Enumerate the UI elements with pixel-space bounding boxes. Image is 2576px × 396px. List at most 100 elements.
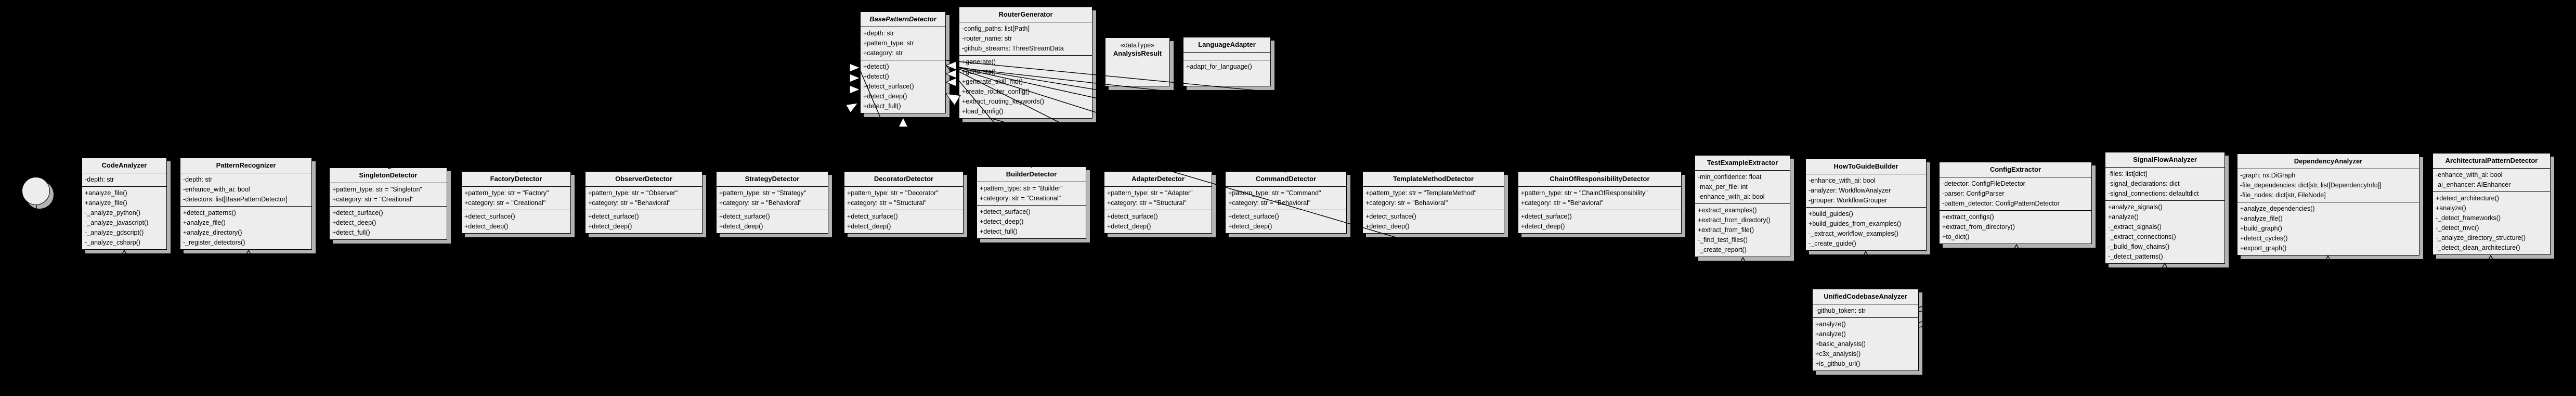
method-row: +analyze_file() xyxy=(85,189,127,197)
relationship-line xyxy=(516,70,861,173)
class-node-builderdetector[interactable]: BuilderDetector+pattern_type: str = "Bui… xyxy=(977,167,1086,239)
method-row: -_find_test_files() xyxy=(1698,236,1748,244)
inheritance-arrowhead-icon xyxy=(849,73,861,83)
class-node-languageadapter[interactable]: LanguageAdapter+adapt_for_language() xyxy=(1183,37,1271,86)
method-row: -_extract_connections() xyxy=(2108,233,2176,240)
method-row: +extract_examples() xyxy=(1698,207,1757,214)
class-name-label: PatternRecognizer xyxy=(216,161,276,169)
class-node-routergenerator[interactable]: RouterGenerator-config_paths: list[Path]… xyxy=(959,7,1092,119)
class-node-singletondetector[interactable]: SingletonDetector +pattern_type: str = "S… xyxy=(329,168,447,240)
dependency-arrowhead-icon xyxy=(1739,257,1747,264)
attribute-row: +category: str = "Structural" xyxy=(1107,199,1187,207)
class-node-commanddetector[interactable]: CommandDetector+pattern_type: str = "Com… xyxy=(1225,171,1347,234)
method-row: +detect_full() xyxy=(863,103,901,110)
dependency-arrowhead-icon xyxy=(2324,255,2332,262)
methods-compartment: +detect_surface()+detect_deep() xyxy=(717,210,828,233)
class-node-basepatterndetector[interactable]: BasePatternDetector+depth: str+pattern_t… xyxy=(860,11,946,113)
attribute-row: -enhance_with_ai: bool xyxy=(1698,193,1765,200)
method-row: +detect_deep() xyxy=(1228,223,1272,230)
relationship-line xyxy=(772,70,861,173)
class-name-label: SingletonDetector xyxy=(359,171,418,179)
method-row: +detect_full() xyxy=(332,229,370,236)
method-row: +detect_surface() xyxy=(1365,213,1416,220)
attributes-compartment: -graph: nx.DiGraph-file_dependencies: di… xyxy=(2237,169,2419,202)
inheritance-arrowhead-icon xyxy=(945,93,961,106)
attributes-compartment: +pattern_type: str = "Adapter"+category:… xyxy=(1104,186,1212,210)
class-title: CodeAnalyzer xyxy=(82,158,166,173)
methods-compartment: +analyze_dependencies()+analyze_file()+b… xyxy=(2237,202,2419,255)
method-row: -_create_report() xyxy=(1698,246,1747,253)
attribute-row: -github_streams: ThreeStreamData xyxy=(962,45,1064,52)
class-node-decoratordetector[interactable]: DecoratorDetector+pattern_type: str = "D… xyxy=(844,171,964,234)
method-row: +detect_deep() xyxy=(847,223,891,230)
class-node-observerdetector[interactable]: ObserverDetector+pattern_type: str = "Ob… xyxy=(585,171,702,234)
class-title: DependencyAnalyzer xyxy=(2237,154,2419,169)
attribute-row: +depth: str xyxy=(863,30,894,37)
method-row: +analyze() xyxy=(2436,205,2466,212)
class-title: StrategyDetector xyxy=(717,172,828,186)
class-node-analysisresult[interactable]: «dataType»AnalysisResult xyxy=(1105,37,1170,86)
method-row: +detect_deep() xyxy=(332,219,376,226)
class-node-signalflowanalyzer[interactable]: SignalFlowAnalyzer-files: list[dict]-sig… xyxy=(2105,152,2225,264)
method-row: +detect_surface() xyxy=(980,208,1031,215)
dependency-arrowhead-icon xyxy=(2161,262,2168,270)
method-row: -_detect_clean_architecture() xyxy=(2436,244,2520,251)
class-node-architecturalpatterndetector[interactable]: ArchitecturalPatternDetector-enhance_wit… xyxy=(2432,153,2551,255)
method-row: +detect_cycles() xyxy=(2240,235,2288,242)
class-title: RouterGenerator xyxy=(959,7,1092,22)
class-node-adapterdetector[interactable]: AdapterDetector+pattern_type: str = "Ada… xyxy=(1104,171,1212,234)
interface-lollipop-icon[interactable] xyxy=(22,177,50,205)
class-node-howtoguidebuilder[interactable]: HowToGuideBuilder-enhance_with_ai: bool-… xyxy=(1805,159,1927,251)
attribute-row: +pattern_type: str = "Singleton" xyxy=(332,186,422,193)
method-row: -_build_flow_chains() xyxy=(2108,243,2170,250)
class-node-testexampleextractor[interactable]: TestExampleExtractor-min_confidence: flo… xyxy=(1695,155,1790,257)
method-row: -_analyze_gdscript() xyxy=(85,229,144,236)
class-name-label: CodeAnalyzer xyxy=(101,161,147,169)
attributes-compartment: -detector: ConfigFileDetector-parser: Co… xyxy=(1940,177,2091,210)
class-name-label: BuilderDetector xyxy=(1006,170,1057,178)
inheritance-arrowhead-icon xyxy=(945,61,957,70)
methods-compartment: +detect()+detect()+detect_surface()+dete… xyxy=(861,60,945,113)
attributes-compartment: -files: list[dict] -signal_declarations: … xyxy=(2105,167,2224,200)
attribute-row: -signal_declarations: dict xyxy=(2108,180,2180,187)
attribute-row: -files: list[dict] xyxy=(2108,170,2148,177)
class-title: TestExampleExtractor xyxy=(1695,156,1790,170)
class-node-codeanalyzer[interactable]: CodeAnalyzer-depth: str+analyze_file()+a… xyxy=(82,158,167,250)
attribute-row: -parser: ConfigParser xyxy=(1942,190,2005,197)
attributes-compartment: -config_paths: list[Path]-router_name: s… xyxy=(959,22,1092,55)
method-row: +analyze() xyxy=(1815,330,1846,338)
method-row: +analyze_dependencies() xyxy=(2240,205,2315,212)
method-row: -_detect_mvc() xyxy=(2436,224,2479,232)
method-row: +build_guides_from_examples() xyxy=(1809,220,1902,227)
class-node-configextractor[interactable]: ConfigExtractor-detector: ConfigFileDete… xyxy=(1939,162,2092,244)
method-row: -_analyze_python() xyxy=(85,209,141,216)
attributes-compartment: -depth: str xyxy=(82,173,166,186)
attribute-row: +category: str = "Creational" xyxy=(464,199,546,207)
method-row: +analyze() xyxy=(1815,321,1846,328)
method-row: +detect_patterns() xyxy=(183,209,236,216)
class-node-strategydetector[interactable]: StrategyDetector+pattern_type: str = "St… xyxy=(716,171,828,234)
class-node-factorydetector[interactable]: FactoryDetector+pattern_type: str = "Fac… xyxy=(461,171,571,234)
class-title: ArchitecturalPatternDetector xyxy=(2433,154,2550,168)
attribute-row: -router_name: str xyxy=(962,35,1012,42)
class-node-chainofresponsibilitydetector[interactable]: ChainOfResponsibilityDetector+pattern_ty… xyxy=(1518,171,1682,234)
class-name-label: ChainOfResponsibilityDetector xyxy=(1550,175,1650,183)
class-title: TemplateMethodDetector xyxy=(1363,172,1504,186)
method-row: +detect_surface() xyxy=(1521,213,1572,220)
methods-compartment: +adapt_for_language() xyxy=(1183,60,1270,86)
method-row: +detect_surface() xyxy=(464,213,515,220)
method-row: +detect_surface() xyxy=(863,83,914,90)
class-node-dependencyanalyzer[interactable]: DependencyAnalyzer-graph: nx.DiGraph-fil… xyxy=(2237,154,2419,256)
relationship-line xyxy=(990,118,1814,361)
method-row: -_analyze_directory_structure() xyxy=(2436,234,2526,241)
method-row: +analyze_signals() xyxy=(2108,203,2163,211)
attributes-compartment: +pattern_type: str = "TemplateMethod"+ca… xyxy=(1363,186,1504,210)
class-node-unifiedcodebaseanalyzer[interactable]: UnifiedCodebaseAnalyzer-github_token: st… xyxy=(1812,289,1919,371)
class-title: SingletonDetector xyxy=(330,168,447,183)
class-node-templatemethoddetector[interactable]: TemplateMethodDetector+pattern_type: str… xyxy=(1362,171,1504,234)
class-node-patternrecognizer[interactable]: PatternRecognizer-depth: str-enhance_wit… xyxy=(180,158,312,250)
method-row: +analyze_file() xyxy=(183,219,226,226)
attribute-row: -analyzer: WorkflowAnalyzer xyxy=(1809,187,1891,194)
methods-compartment: +detect_surface()+detect_deep()+detect_f… xyxy=(330,206,447,239)
attribute-row: +category: str = "Creational" xyxy=(980,195,1061,202)
